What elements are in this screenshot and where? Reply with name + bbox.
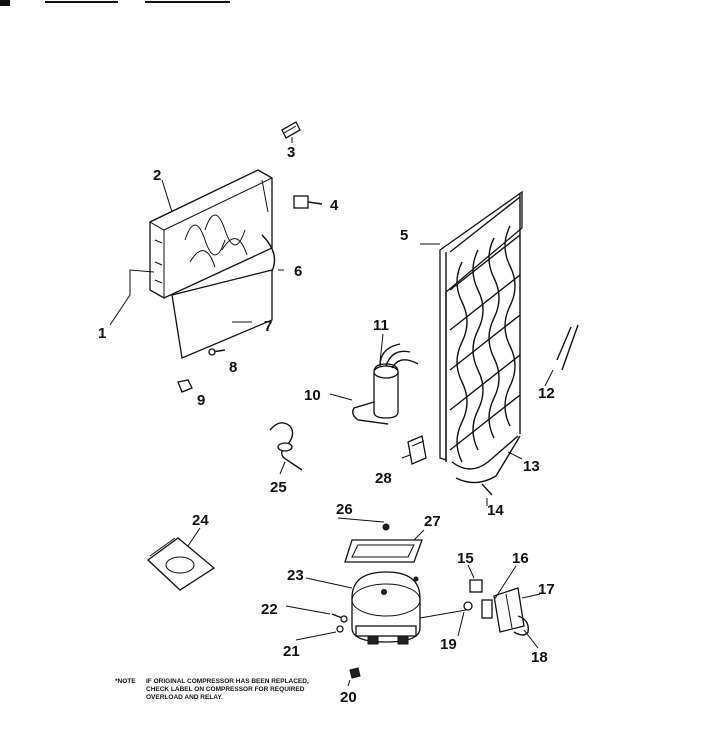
bracket — [293, 195, 323, 209]
callout-13: 13 — [523, 458, 540, 475]
note-prefix: *NOTE — [115, 678, 136, 685]
note-line-2: CHECK LABEL ON COMPRESSOR FOR REQUIRED — [146, 686, 305, 693]
callout-4: 4 — [330, 197, 339, 214]
footnote: *NOTE IF ORIGINAL COMPRESSOR HAS BEEN RE… — [115, 678, 309, 701]
screw — [208, 348, 226, 356]
callout-8: 8 — [229, 359, 237, 376]
relay-overload — [463, 579, 529, 636]
leader-lines — [109, 137, 554, 687]
callout-26: 26 — [336, 501, 353, 518]
capacitor — [351, 343, 419, 425]
callout-3: 3 — [287, 144, 295, 161]
callout-numbers: 1 2 3 4 5 6 7 8 9 10 11 12 13 14 15 16 1… — [98, 144, 555, 706]
compressor — [351, 571, 421, 645]
mounting-clip — [407, 435, 427, 465]
callout-2: 2 — [153, 167, 161, 184]
callout-11: 11 — [373, 317, 389, 334]
callout-12: 12 — [538, 385, 555, 402]
condenser-coil — [420, 190, 523, 484]
callout-10: 10 — [304, 387, 321, 404]
callout-5: 5 — [400, 227, 408, 244]
top-edge-marks — [0, 0, 230, 6]
callout-25: 25 — [270, 479, 287, 496]
note-line-1: IF ORIGINAL COMPRESSOR HAS BEEN REPLACED… — [146, 678, 309, 685]
callout-21: 21 — [283, 643, 300, 660]
clip — [281, 121, 301, 139]
callout-27: 27 — [424, 513, 441, 530]
callout-7: 7 — [264, 318, 272, 335]
callout-22: 22 — [261, 601, 278, 618]
gasket — [344, 539, 423, 563]
callout-20: 20 — [340, 689, 357, 706]
grommet — [382, 523, 390, 531]
bolt-assembly — [331, 613, 348, 633]
nut — [177, 379, 193, 393]
power-cord — [269, 422, 303, 471]
evaporator-assembly — [148, 169, 274, 299]
callout-24: 24 — [192, 512, 209, 529]
callout-23: 23 — [287, 567, 304, 584]
sensor — [556, 324, 579, 371]
washer — [349, 667, 361, 679]
callout-9: 9 — [197, 392, 205, 409]
callout-19: 19 — [440, 636, 457, 653]
callout-17: 17 — [538, 581, 555, 598]
callout-14: 14 — [487, 502, 504, 519]
base-plate — [146, 537, 216, 591]
note-line-3: OVERLOAD AND RELAY. — [146, 694, 223, 701]
callout-18: 18 — [531, 649, 548, 666]
callout-16: 16 — [512, 550, 529, 567]
callout-1: 1 — [98, 325, 106, 342]
callout-15: 15 — [457, 550, 474, 567]
callout-28: 28 — [375, 470, 392, 487]
panel — [171, 269, 273, 359]
drain-tube — [481, 483, 493, 496]
callout-6: 6 — [294, 263, 302, 280]
